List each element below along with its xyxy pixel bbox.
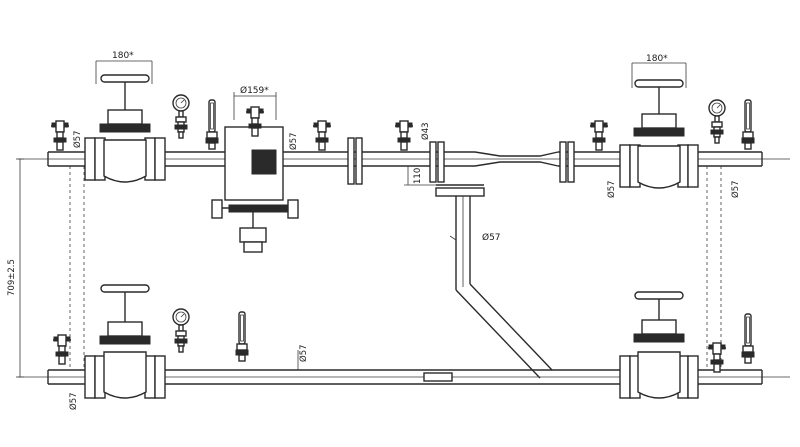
upper-left-drain-valve [50, 120, 70, 151]
upper-right-gate-valve [619, 62, 699, 189]
height-dimension-line [16, 158, 24, 378]
upper-right-thermometer-icon [741, 99, 755, 150]
dim-vessel-label: Ø159* [240, 85, 269, 96]
leader-lines [297, 235, 457, 370]
left-vertical-dashed [69, 166, 85, 370]
pipe-c-label: Ø57 [482, 232, 501, 243]
pipe-e-label: Ø57 [730, 180, 741, 198]
upper-left-pressure-gauge-icon [172, 94, 190, 139]
offset-dimension-line [404, 166, 436, 186]
pipe-d-label: Ø57 [606, 180, 617, 198]
pipe-g-label: Ø57 [68, 392, 79, 410]
lower-left-drain-valve [52, 334, 72, 365]
upper-right-pressure-gauge-icon [708, 99, 726, 144]
dim-valve-right-label: 180* [646, 54, 668, 64]
pipe-b-label: Ø57 [288, 132, 299, 150]
pipe-a-label: Ø57 [72, 130, 83, 148]
dim-height-label: 709±2.5 [7, 259, 17, 296]
upper-inline-flange-1 [347, 137, 363, 185]
upper-left-gate-valve [84, 60, 166, 183]
pipe-branch-label: Ø43 [420, 122, 431, 140]
upper-right-drain-valve [589, 120, 609, 151]
lower-left-thermometer-icon [235, 311, 249, 362]
lower-right-thermometer-icon [741, 313, 755, 364]
lower-left-gate-valve [84, 284, 166, 399]
dim-offset-label: 110 [413, 168, 423, 184]
upper-inline-flange-3 [559, 141, 575, 183]
upper-inline-valve [312, 120, 332, 151]
branch-pipe [435, 184, 553, 379]
lower-right-gate-valve [619, 291, 699, 399]
upper-mid-valve [394, 120, 414, 151]
lower-right-drain-valve [707, 342, 727, 373]
lower-left-pressure-gauge-icon [172, 308, 190, 353]
right-vertical-dashed [706, 166, 722, 370]
upper-inline-flange-2 [429, 141, 445, 183]
pipe-f-label: Ø57 [298, 344, 309, 362]
filter-vessel [211, 92, 299, 253]
dim-valve-left-label: 180* [112, 51, 134, 61]
upper-left-thermometer-icon [205, 99, 219, 150]
